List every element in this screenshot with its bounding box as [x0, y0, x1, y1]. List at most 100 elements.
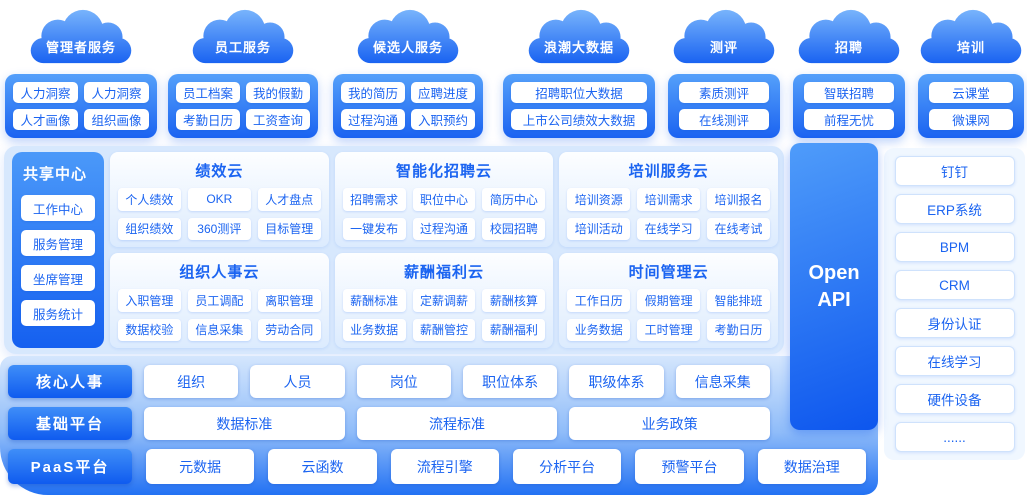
platform-button[interactable]: 元数据	[146, 449, 255, 484]
integration-bpm[interactable]: BPM	[894, 232, 1015, 262]
module-button[interactable]: 360测评	[187, 217, 251, 240]
module-recruitment-cloud: 智能化招聘云 招聘需求 职位中心 简历中心 一键发布 过程沟通 校园招聘	[334, 152, 554, 247]
share-center-button[interactable]: 坐席管理	[21, 265, 95, 291]
module-button[interactable]: 业务数据	[342, 318, 406, 341]
module-title: 组织人事云	[179, 264, 260, 281]
cloud-label: 浪潮大数据	[543, 40, 614, 55]
feature-button[interactable]: 人才画像	[13, 109, 78, 130]
module-button[interactable]: 一键发布	[342, 217, 406, 240]
integration-elearning[interactable]: 在线学习	[894, 346, 1015, 376]
platform-button[interactable]: 业务政策	[569, 407, 771, 440]
module-button[interactable]: 员工调配	[187, 289, 251, 312]
module-button[interactable]: 培训活动	[567, 217, 631, 240]
platform-button[interactable]: 数据治理	[757, 449, 866, 484]
share-center-button[interactable]: 工作中心	[21, 195, 95, 221]
module-button[interactable]: 培训资源	[567, 188, 631, 211]
module-button[interactable]: 入职管理	[118, 289, 181, 312]
feature-button[interactable]: 人力洞察	[13, 82, 78, 103]
module-button[interactable]: 定薪调薪	[412, 289, 476, 312]
feature-button[interactable]: 在线测评	[679, 109, 769, 130]
module-button[interactable]: 目标管理	[257, 217, 321, 240]
platform-button[interactable]: 预警平台	[635, 449, 744, 484]
feature-button[interactable]: 素质测评	[679, 82, 769, 103]
module-button[interactable]: 培训需求	[637, 188, 701, 211]
panel-employee-service: 员工档案 我的假勤 考勤日历 工资查询	[168, 74, 318, 138]
open-api-label: Open API	[808, 261, 860, 311]
cloud-recruitment: 招聘	[791, 7, 907, 67]
module-button[interactable]: 薪酬标准	[342, 289, 406, 312]
platform-button[interactable]: 信息采集	[675, 365, 770, 398]
feature-button[interactable]: 前程无忧	[804, 109, 894, 130]
module-button[interactable]: 人才盘点	[257, 188, 321, 211]
platform-button[interactable]: 人员	[250, 365, 345, 398]
module-button[interactable]: 工作日历	[567, 289, 631, 312]
platform-button[interactable]: 分析平台	[512, 449, 622, 484]
platform-button[interactable]: 职级体系	[569, 365, 664, 398]
feature-button[interactable]: 考勤日历	[176, 109, 240, 130]
module-button[interactable]: 考勤日历	[707, 318, 770, 341]
platform-button[interactable]: 组织	[144, 365, 239, 398]
cloud-employee-service: 员工服务	[185, 7, 301, 67]
module-button[interactable]: 个人绩效	[118, 188, 181, 211]
feature-button[interactable]: 微课网	[929, 109, 1013, 130]
core-hr-label[interactable]: 核心人事	[8, 365, 132, 398]
module-button[interactable]: 培训报名	[707, 188, 770, 211]
platform-button[interactable]: 职位体系	[462, 365, 558, 398]
feature-button[interactable]: 工资查询	[246, 109, 310, 130]
integration-more[interactable]: ......	[894, 422, 1015, 452]
integration-hardware[interactable]: 硬件设备	[894, 384, 1015, 414]
feature-button[interactable]: 组织画像	[84, 109, 149, 130]
integration-crm[interactable]: CRM	[894, 270, 1015, 300]
module-button[interactable]: 职位中心	[412, 188, 476, 211]
module-button[interactable]: OKR	[187, 188, 251, 211]
module-button[interactable]: 劳动合同	[257, 318, 321, 341]
module-button[interactable]: 离职管理	[257, 289, 321, 312]
integration-identity[interactable]: 身份认证	[894, 308, 1015, 338]
module-title: 智能化招聘云	[395, 163, 492, 180]
module-button[interactable]: 数据校验	[118, 318, 181, 341]
module-button[interactable]: 在线考试	[707, 217, 770, 240]
share-center-button[interactable]: 服务管理	[21, 230, 95, 256]
feature-button[interactable]: 智联招聘	[804, 82, 894, 103]
feature-button[interactable]: 应聘进度	[411, 82, 475, 103]
module-button[interactable]: 业务数据	[567, 318, 631, 341]
module-button[interactable]: 薪酬核算	[482, 289, 546, 312]
integration-erp[interactable]: ERP系统	[894, 194, 1015, 224]
module-button[interactable]: 假期管理	[637, 289, 701, 312]
module-button[interactable]: 工时管理	[637, 318, 701, 341]
row-core-hr: 核心人事 组织 人员 岗位 职位体系 职级体系 信息采集	[8, 365, 770, 398]
feature-button[interactable]: 我的假勤	[246, 82, 310, 103]
module-button[interactable]: 在线学习	[637, 217, 701, 240]
module-button[interactable]: 信息采集	[187, 318, 251, 341]
module-button[interactable]: 薪酬福利	[482, 318, 546, 341]
share-center-button[interactable]: 服务统计	[21, 300, 95, 326]
feature-button[interactable]: 云课堂	[929, 82, 1013, 103]
platform-button[interactable]: 流程标准	[356, 407, 558, 440]
module-button[interactable]: 组织绩效	[118, 217, 181, 240]
module-button[interactable]: 薪酬管控	[412, 318, 476, 341]
platform-button[interactable]: 云函数	[268, 449, 377, 484]
module-button[interactable]: 校园招聘	[482, 217, 546, 240]
feature-button[interactable]: 招聘职位大数据	[511, 82, 647, 103]
feature-button[interactable]: 人力洞察	[84, 82, 149, 103]
feature-button[interactable]: 我的简历	[341, 82, 405, 103]
module-button[interactable]: 过程沟通	[412, 217, 476, 240]
platform-button[interactable]: 数据标准	[144, 407, 345, 440]
feature-button[interactable]: 入职预约	[411, 109, 475, 130]
module-org-hr-cloud: 组织人事云 入职管理 员工调配 离职管理 数据校验 信息采集 劳动合同	[110, 253, 329, 348]
base-platform-label[interactable]: 基础平台	[8, 407, 132, 440]
integration-dingtalk[interactable]: 钉钉	[894, 156, 1015, 186]
module-button[interactable]: 招聘需求	[342, 188, 406, 211]
module-button[interactable]: 简历中心	[482, 188, 546, 211]
platform-panel: 核心人事 组织 人员 岗位 职位体系 职级体系 信息采集 基础平台 数据标准 流…	[0, 356, 878, 495]
feature-button[interactable]: 员工档案	[176, 82, 240, 103]
paas-platform-label[interactable]: PaaS平台	[8, 449, 132, 484]
feature-button[interactable]: 上市公司绩效大数据	[511, 109, 647, 130]
feature-button[interactable]: 过程沟通	[341, 109, 405, 130]
platform-button[interactable]: 岗位	[356, 365, 451, 398]
cloud-bigdata: 浪潮大数据	[521, 7, 637, 67]
platform-button[interactable]: 流程引擎	[390, 449, 499, 484]
module-button[interactable]: 智能排班	[707, 289, 770, 312]
panel-candidate-service: 我的简历 应聘进度 过程沟通 入职预约	[333, 74, 483, 138]
